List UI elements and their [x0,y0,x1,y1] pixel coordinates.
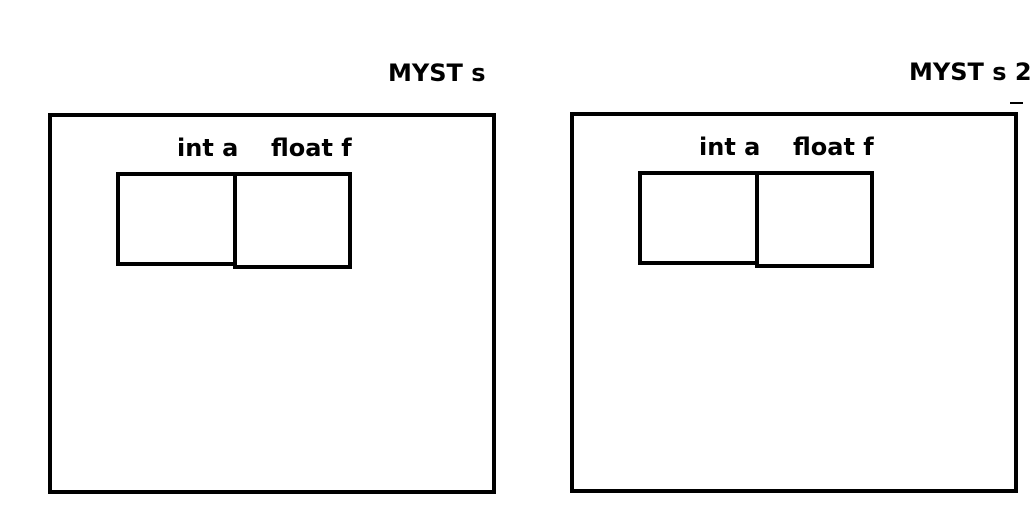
struct-2-field-float-label: float f [793,133,874,161]
struct-1-name: MYST s [388,59,486,87]
struct-2-field-int-label: int a [699,133,761,161]
struct-1-field-int-cell [116,172,237,266]
struct-2-name: MYST s 2 [909,58,1032,86]
struct-1-field-float-cell [233,172,352,269]
struct-2-underline-mark [1010,102,1023,104]
struct-2-box [570,112,1018,493]
struct-2-field-float-cell [755,171,874,268]
struct-2-field-int-cell [638,171,759,265]
struct-1-box [48,113,496,494]
struct-1-field-float-label: float f [271,134,352,162]
struct-1-field-int-label: int a [177,134,239,162]
